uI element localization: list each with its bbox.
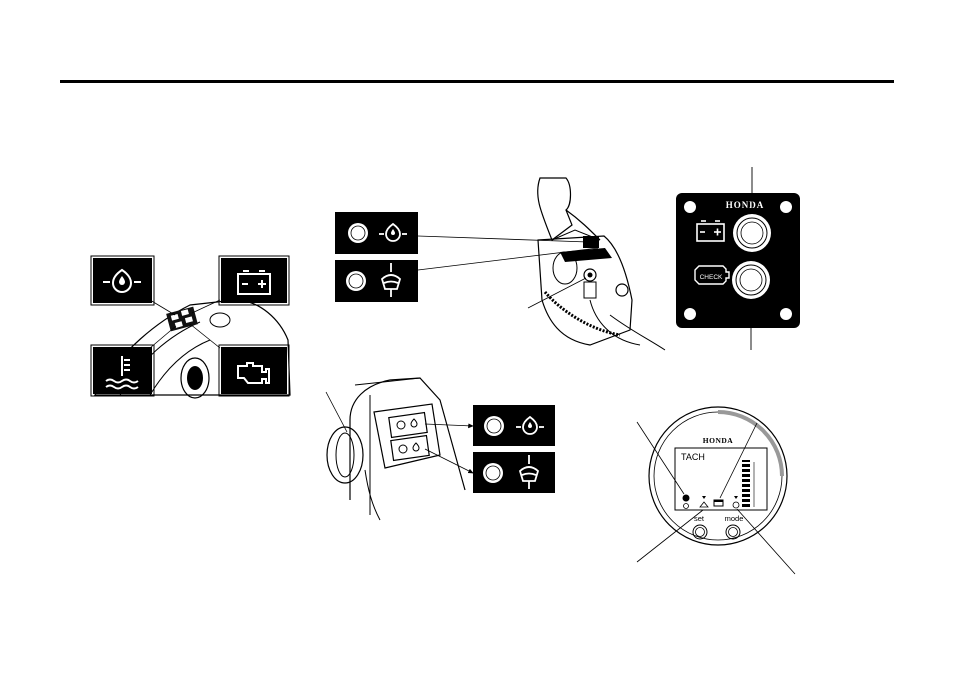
engine-check-indicator xyxy=(219,345,289,396)
meter-honda-logo: HONDA xyxy=(703,436,734,445)
panel-check-label: CHECK xyxy=(700,274,723,281)
meter-oil-warning-dot xyxy=(683,495,690,502)
engine-check-lamp[interactable] xyxy=(732,261,770,299)
side-mount-remote-control xyxy=(418,178,665,350)
battery-indicator xyxy=(219,256,289,305)
coolant-temperature-indicator xyxy=(91,345,154,396)
meter-battery-icon xyxy=(714,500,723,506)
meter-mode-title: TACH xyxy=(681,452,705,462)
panel-honda-logo: HONDA xyxy=(726,200,765,210)
tiller-overheat-card xyxy=(473,452,555,493)
meter-oil-icon xyxy=(684,504,689,509)
meter-mode-label: mode xyxy=(725,514,744,523)
meter-set-button[interactable] xyxy=(693,525,707,539)
multifunction-meter: HONDA TACH xyxy=(637,407,795,574)
oil-pressure-indicator xyxy=(91,256,154,305)
side-oil-pressure-card xyxy=(335,212,418,254)
tiller-handle-figure xyxy=(300,378,473,520)
switch-panel: HONDA CHECK xyxy=(676,167,800,350)
tiller-oil-pressure-card xyxy=(473,405,555,446)
meter-mode-button[interactable] xyxy=(726,525,740,539)
battery-warning-lamp[interactable] xyxy=(733,214,771,252)
tach-bar-graph xyxy=(742,460,754,507)
side-overheat-card xyxy=(335,260,418,302)
meter-engine-icon xyxy=(733,502,739,508)
meter-temp-icon xyxy=(700,502,708,507)
